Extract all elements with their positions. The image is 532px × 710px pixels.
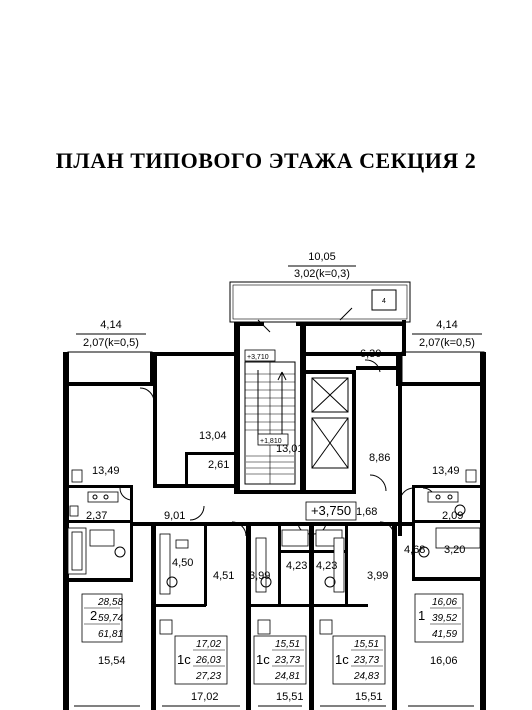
apt-type: 1с bbox=[335, 652, 349, 667]
room-area-bath-left: 2,37 bbox=[86, 510, 107, 522]
left-balcony-rail bbox=[67, 351, 153, 385]
plan-title: ПЛАН ТИПОВОГО ЭТАЖА СЕКЦИЯ 2 bbox=[55, 148, 477, 173]
apt-type: 1с bbox=[177, 652, 191, 667]
apt-total: 23,73 bbox=[353, 655, 379, 666]
room-labels: 13,49 13,49 13,04 2,61 13,01 6,30 8,86 9… bbox=[86, 348, 465, 703]
top-balcony: 10,05 3,02(k=0,3) 4 bbox=[229, 251, 411, 323]
apt-total-balcony: 27,23 bbox=[195, 671, 221, 682]
elevator-marker: 4 bbox=[382, 298, 386, 305]
room-area-hall-451: 4,51 bbox=[213, 570, 234, 582]
staircase: +3,710 +1,810 bbox=[244, 349, 296, 485]
room-area-hall-399a: 3,99 bbox=[249, 570, 270, 582]
right-balcony: 4,14 2,07(k=0,5) bbox=[401, 319, 485, 385]
right-balcony-rail bbox=[401, 351, 485, 385]
top-balcony-reduced: 3,02(k=0,3) bbox=[294, 268, 350, 280]
room-area-1551a: 15,51 bbox=[276, 691, 304, 703]
room-area-center-left: 13,04 bbox=[199, 430, 227, 442]
floor-level: +3,750 bbox=[311, 503, 351, 518]
right-balcony-reduced: 2,07(k=0,5) bbox=[419, 337, 475, 349]
room-area-stair-hall: 13,01 bbox=[276, 443, 304, 455]
left-balcony: 4,14 2,07(k=0,5) bbox=[67, 319, 153, 385]
room-area-hall-399b: 3,99 bbox=[367, 570, 388, 582]
apt-type: 1с bbox=[256, 652, 270, 667]
room-area-corridor: 8,86 bbox=[369, 452, 390, 464]
apt-living: 28,58 bbox=[97, 597, 123, 608]
door-swings bbox=[119, 307, 436, 537]
apartment-stamp-1c-b: 1с 15,51 23,73 24,81 bbox=[253, 635, 307, 685]
elevator-marker-box bbox=[371, 289, 397, 311]
apt-living: 15,51 bbox=[275, 639, 300, 650]
apt-total: 26,03 bbox=[195, 655, 221, 666]
apt-total: 59,74 bbox=[98, 613, 123, 624]
apt-type: 1 bbox=[418, 608, 425, 623]
room-area-living-left: 15,54 bbox=[98, 655, 126, 667]
apt-total-balcony: 24,83 bbox=[353, 671, 379, 682]
apt-total-balcony: 24,81 bbox=[274, 671, 300, 682]
apt-total-balcony: 41,59 bbox=[432, 629, 457, 640]
interior-walls bbox=[63, 352, 484, 710]
room-area-hall-468: 4,68 bbox=[404, 544, 425, 556]
room-area-living-right: 16,06 bbox=[430, 655, 458, 667]
room-area-1551b: 15,51 bbox=[355, 691, 383, 703]
room-area-bath-right: 2,09 bbox=[442, 510, 463, 522]
windows bbox=[65, 600, 484, 707]
room-area-bath-450: 4,50 bbox=[172, 557, 193, 569]
apt-total: 39,52 bbox=[432, 613, 457, 624]
room-area-1702: 17,02 bbox=[191, 691, 219, 703]
room-area-bath-320: 3,20 bbox=[444, 544, 465, 556]
stair-level-lower: +1,810 bbox=[260, 438, 282, 445]
room-area-hall-168: 1,68 bbox=[356, 506, 377, 518]
room-area-hall-901: 9,01 bbox=[164, 510, 185, 522]
elevators bbox=[311, 377, 349, 469]
apt-living: 15,51 bbox=[354, 639, 379, 650]
fixtures bbox=[67, 469, 481, 635]
room-area-630: 6,30 bbox=[360, 348, 381, 360]
apartment-stamp-1c-a: 1с 17,02 26,03 27,23 bbox=[174, 635, 228, 685]
room-area-storage: 2,61 bbox=[208, 459, 229, 471]
room-area-kitchen-left: 13,49 bbox=[92, 465, 120, 477]
right-balcony-area: 4,14 bbox=[436, 319, 457, 331]
room-area-bath-423b: 4,23 bbox=[316, 560, 337, 572]
top-balcony-area: 10,05 bbox=[308, 251, 336, 263]
left-balcony-reduced: 2,07(k=0,5) bbox=[83, 337, 139, 349]
floor-level-box bbox=[305, 501, 357, 521]
top-balcony-inner bbox=[232, 284, 408, 320]
apartment-stamp-2: 2 28,58 59,74 61,81 bbox=[81, 593, 123, 643]
apt-living: 16,06 bbox=[432, 597, 457, 608]
stair-level-upper: +3,710 bbox=[247, 354, 269, 361]
room-area-bath-423a: 4,23 bbox=[286, 560, 307, 572]
apartment-stamp-1: 1 16,06 39,52 41,59 bbox=[414, 593, 464, 643]
left-balcony-area: 4,14 bbox=[100, 319, 121, 331]
room-area-kitchen-right: 13,49 bbox=[432, 465, 460, 477]
apt-living: 17,02 bbox=[196, 639, 221, 650]
apt-total: 23,73 bbox=[274, 655, 300, 666]
apt-type: 2 bbox=[90, 608, 97, 623]
apartment-stamp-1c-c: 1с 15,51 23,73 24,83 bbox=[332, 635, 386, 685]
apt-total-balcony: 61,81 bbox=[98, 629, 123, 640]
